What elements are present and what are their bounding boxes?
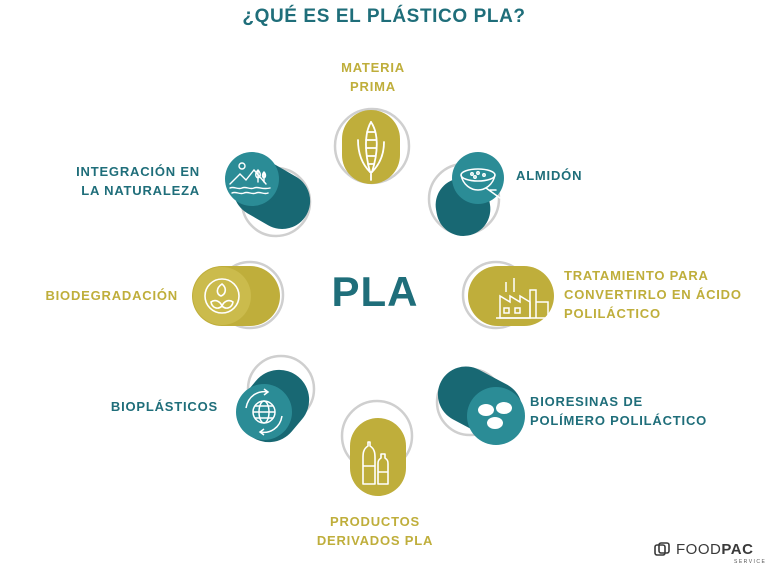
label-biodegradacion: BIODEGRADACIÓN [45, 288, 178, 303]
node-biodegradacion [192, 260, 285, 330]
label-almidon: ALMIDÓN [516, 168, 583, 183]
factory-icon [496, 278, 552, 319]
page-title: ¿QUÉ ES EL PLÁSTICO PLA? [242, 6, 526, 27]
corn-icon [357, 121, 385, 181]
node-almidon [427, 152, 504, 236]
logo-text: FOODPAC [676, 541, 754, 558]
node-integracion [225, 152, 312, 238]
nature-landscape-icon [229, 162, 271, 195]
logo-subtext: SERVICE [734, 559, 767, 565]
globe-recycle-icon [245, 388, 283, 436]
center-label: PLA [331, 268, 419, 315]
starch-bowl-icon [460, 168, 501, 199]
foodpac-logo: FOODPAC SERVICE [654, 538, 767, 568]
node-bioplasticos [236, 354, 316, 443]
bottles-icon [362, 441, 389, 485]
node-bioresinas [435, 366, 525, 445]
recycle-leaves-icon [204, 278, 240, 314]
node-productos [340, 399, 414, 496]
resin-pellets-icon [478, 402, 512, 429]
label-bioplasticos: BIOPLÁSTICOS [110, 399, 218, 414]
logo-mark-icon [654, 542, 670, 556]
node-materia-prima [333, 107, 411, 185]
node-tratamiento [461, 260, 554, 330]
